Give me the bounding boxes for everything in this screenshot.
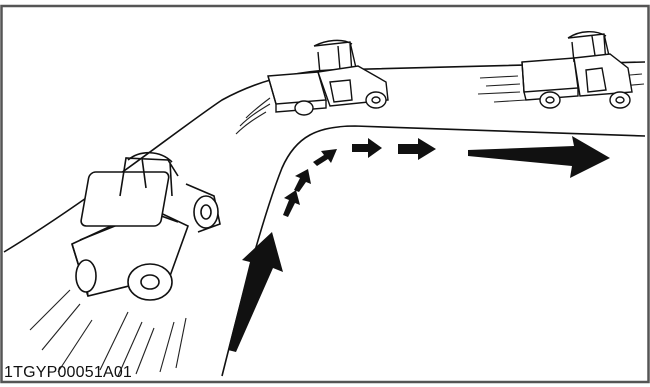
wheel [295,101,313,115]
small-arrow-5 [398,138,436,160]
cargo-bed [268,72,326,104]
small-arrow-2 [294,169,311,192]
figure-caption: 1TGYP00051A01 [4,364,132,382]
utility-vehicle-middle [268,40,388,115]
direction-arrows [228,136,610,352]
large-arrow-up [228,232,283,352]
small-arrow-4 [352,138,382,158]
wheel [76,260,96,292]
large-arrow-right [468,136,610,178]
utility-vehicle-front [72,153,220,300]
small-arrow-1 [283,190,300,217]
small-arrow-3 [313,149,337,166]
utility-vehicle-far [522,32,632,108]
cargo-bed [522,58,578,92]
